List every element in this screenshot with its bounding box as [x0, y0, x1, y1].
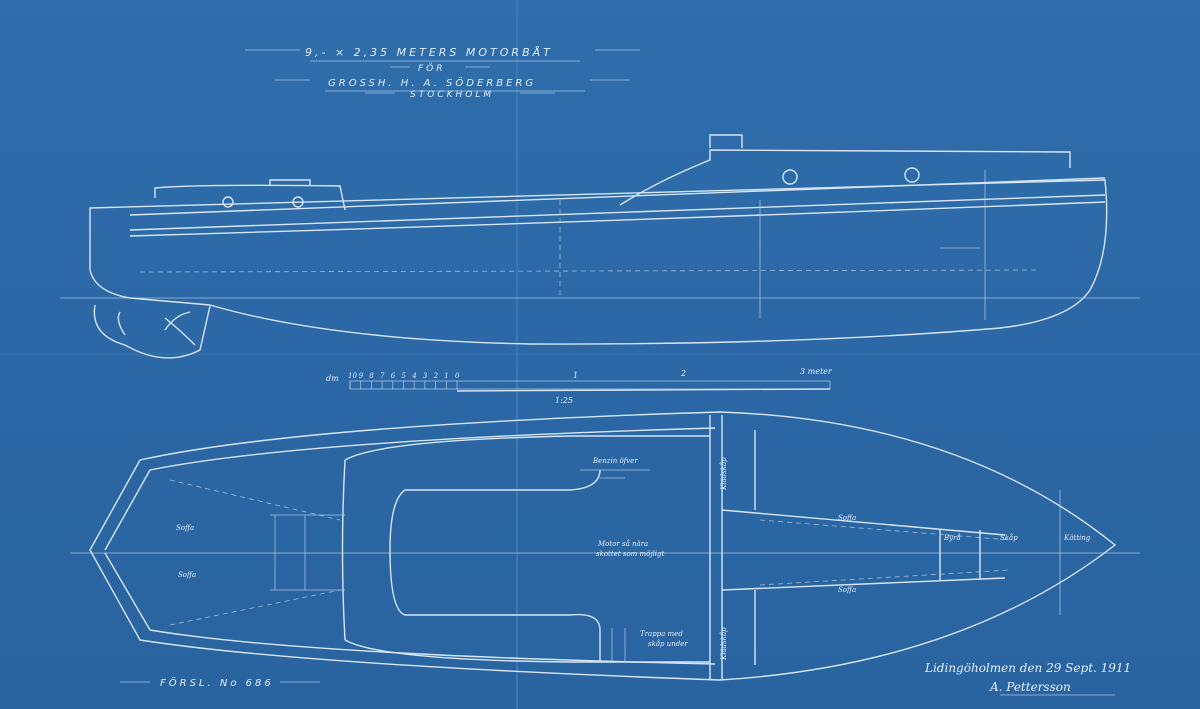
label-benzin: Benzin öfver — [592, 457, 638, 465]
scale-unit-label: dm — [326, 374, 339, 383]
signature-name: A. Pettersson — [989, 680, 1071, 694]
scale-tick-label: 7 — [380, 372, 385, 380]
title-line-4: STOCKHOLM — [410, 90, 494, 100]
label-soffa: Soffa — [838, 514, 856, 522]
label-soffa: Soffa — [838, 586, 856, 594]
label-motor: skottet som möjligt — [596, 550, 665, 558]
scale-ratio: 1:25 — [555, 396, 573, 405]
label-soffa: Soffa — [176, 524, 194, 532]
plan-labels: Benzin öfver Klädskåp Klädskåp Soffa Sof… — [176, 457, 1091, 661]
scale-tick-label: 5 — [402, 372, 407, 380]
scale-tick-label: 6 — [391, 372, 396, 380]
proposal-number: FÖRSL. No 686 — [160, 676, 274, 689]
scale-tick-label: 2 — [433, 372, 439, 380]
scale-tick-label: 3 meter — [800, 367, 833, 376]
title-block: 9,- × 2,35 METERS MOTORBÅT FÖR GROSSH. H… — [245, 46, 640, 100]
plan-view — [70, 411, 1140, 681]
title-line-1: 9,- × 2,35 METERS MOTORBÅT — [305, 46, 553, 59]
label-skap: Skåp — [1000, 533, 1018, 542]
scale-tick-label: 0 — [455, 372, 460, 380]
label-kladskap-top: Klädskåp — [719, 457, 728, 491]
scale-tick-label: 2 — [680, 369, 686, 378]
scale-tick-label: 8 — [369, 372, 374, 380]
scale-tick-label: 9 — [359, 372, 364, 380]
label-soffa: Soffa — [178, 571, 196, 579]
scale-tick-label: 1 — [573, 371, 578, 380]
label-byra: Byrå — [943, 533, 961, 542]
scale-tick-label: 3 — [423, 372, 428, 380]
scale-tick-label: 4 — [411, 372, 416, 380]
label-trappa: Trappa med — [640, 630, 683, 638]
label-kladskap-bottom: Klädskåp — [719, 627, 728, 661]
scale-tick-label: 10 — [348, 372, 357, 380]
side-profile — [60, 134, 1140, 359]
title-line-2: FÖR — [418, 63, 446, 74]
label-motor: Motor så nära — [597, 539, 648, 548]
label-trappa: skåp under — [648, 639, 688, 648]
signature-place-date: Lidingöholmen den 29 Sept. 1911 — [924, 661, 1131, 675]
title-line-3: GROSSH. H. A. SÖDERBERG — [328, 76, 536, 89]
label-katting: Kätting — [1063, 534, 1091, 542]
scale-tick-label: 1 — [444, 372, 448, 380]
